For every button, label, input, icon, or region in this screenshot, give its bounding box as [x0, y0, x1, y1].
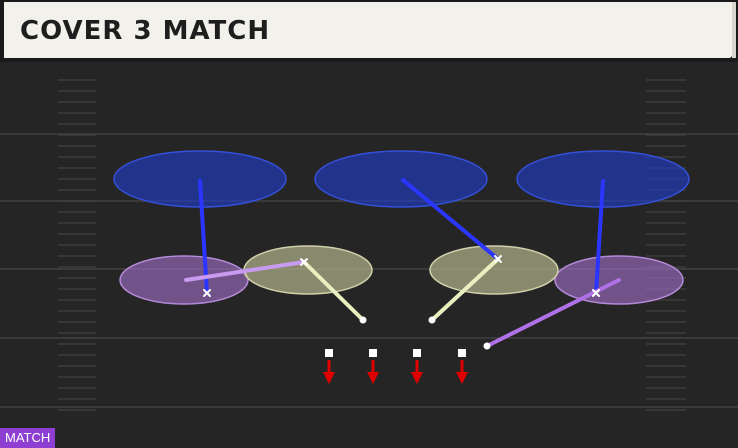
x-mark-icon [300, 258, 308, 266]
hook-assignment-right [430, 257, 500, 322]
square-icon [413, 349, 421, 357]
receiver [456, 349, 468, 384]
x-mark-icon [592, 289, 600, 297]
dot-icon [483, 342, 491, 350]
offensive-players [323, 349, 468, 384]
deep-zones [113, 150, 690, 208]
receiver [367, 349, 379, 384]
title-card: COVER 3 MATCH [4, 2, 736, 58]
dot-icon [359, 316, 367, 324]
dot-icon [428, 316, 436, 324]
play-title: COVER 3 MATCH [20, 16, 271, 46]
deep-assignment-right [594, 179, 605, 295]
hook-zones [243, 245, 559, 295]
receiver [411, 349, 423, 384]
defenders [203, 255, 600, 297]
deep-zone-middle [314, 150, 488, 208]
receiver [323, 349, 335, 384]
square-icon [458, 349, 466, 357]
route-end-dots [359, 316, 491, 350]
match-badge: MATCH [0, 428, 56, 448]
hook-assignment-left [302, 260, 365, 322]
header-bar: COVER 3 MATCH [0, 0, 738, 62]
deep-assignment-left [198, 179, 209, 295]
assignment-lines [184, 178, 621, 348]
hook-zone-right [429, 245, 559, 295]
square-icon [369, 349, 377, 357]
x-mark-icon [203, 289, 211, 297]
x-mark-icon [494, 255, 502, 263]
square-icon [325, 349, 333, 357]
deep-assignment-middle [401, 178, 500, 261]
flat-assignment-left [184, 260, 306, 282]
